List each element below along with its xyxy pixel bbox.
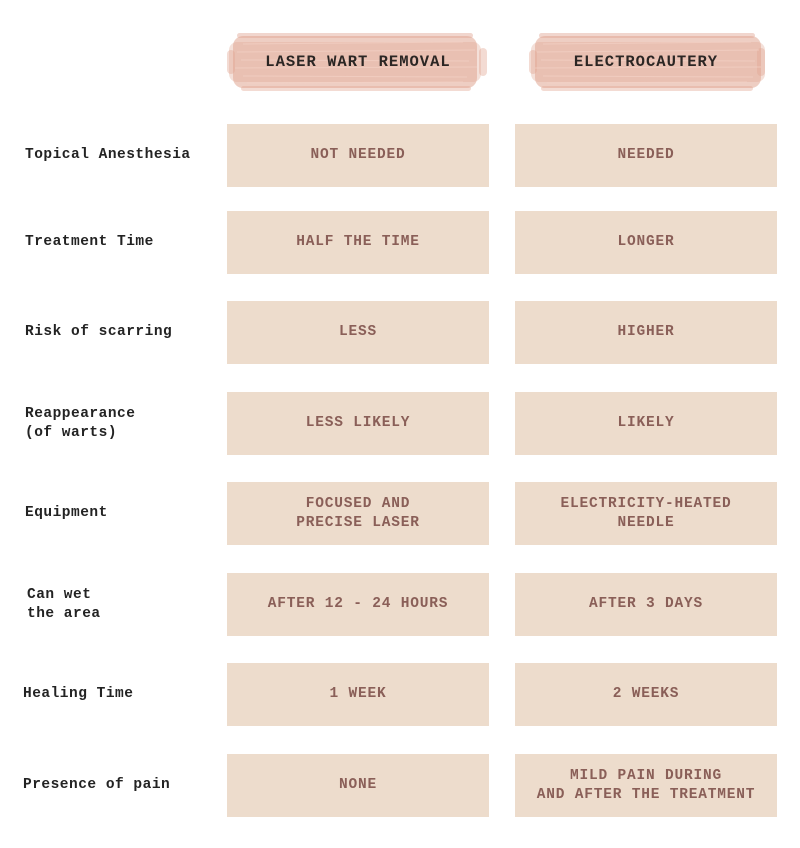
cell-laser-treatment-time: HALF THE TIME [227, 211, 489, 274]
row-label-topical-anesthesia: Topical Anesthesia [25, 147, 191, 163]
cell-electro-topical-anesthesia: NEEDED [515, 124, 777, 187]
row-label-equipment: Equipment [25, 505, 108, 521]
cell-electro-can-wet-the-area: AFTER 3 DAYS [515, 573, 777, 636]
cell-electro-treatment-time: LONGER [515, 211, 777, 274]
brush-stroke-highlight [227, 33, 487, 91]
cell-electro-healing-time: 2 WEEKS [515, 663, 777, 726]
cell-laser-presence-of-pain: NONE [227, 754, 489, 817]
column-header-electrocautery: ELECTROCAUTERY [515, 30, 777, 94]
column-header-label: LASER WART REMOVAL [265, 53, 451, 71]
row-label-presence-of-pain: Presence of pain [23, 777, 171, 793]
cell-laser-reappearance: LESS LIKELY [227, 392, 489, 455]
cell-electro-risk-of-scarring: HIGHER [515, 301, 777, 364]
cell-laser-risk-of-scarring: LESS [227, 301, 489, 364]
row-label-can-wet-the-area: Can wet the area [27, 586, 101, 622]
row-label-healing-time: Healing Time [23, 686, 134, 702]
column-header-laser: LASER WART REMOVAL [227, 30, 489, 94]
row-label-reappearance: Reappearance (of warts) [25, 405, 136, 441]
row-label-treatment-time: Treatment Time [25, 234, 154, 250]
cell-laser-healing-time: 1 WEEK [227, 663, 489, 726]
brush-stroke-highlight [529, 33, 765, 91]
row-label-risk-of-scarring: Risk of scarring [25, 324, 173, 340]
cell-laser-topical-anesthesia: NOT NEEDED [227, 124, 489, 187]
cell-electro-presence-of-pain: MILD PAIN DURING AND AFTER THE TREATMENT [515, 754, 777, 817]
cell-electro-reappearance: LIKELY [515, 392, 777, 455]
column-header-label: ELECTROCAUTERY [573, 53, 719, 71]
cell-laser-can-wet-the-area: AFTER 12 - 24 HOURS [227, 573, 489, 636]
cell-laser-equipment: FOCUSED AND PRECISE LASER [227, 482, 489, 545]
cell-electro-equipment: ELECTRICITY-HEATED NEEDLE [515, 482, 777, 545]
